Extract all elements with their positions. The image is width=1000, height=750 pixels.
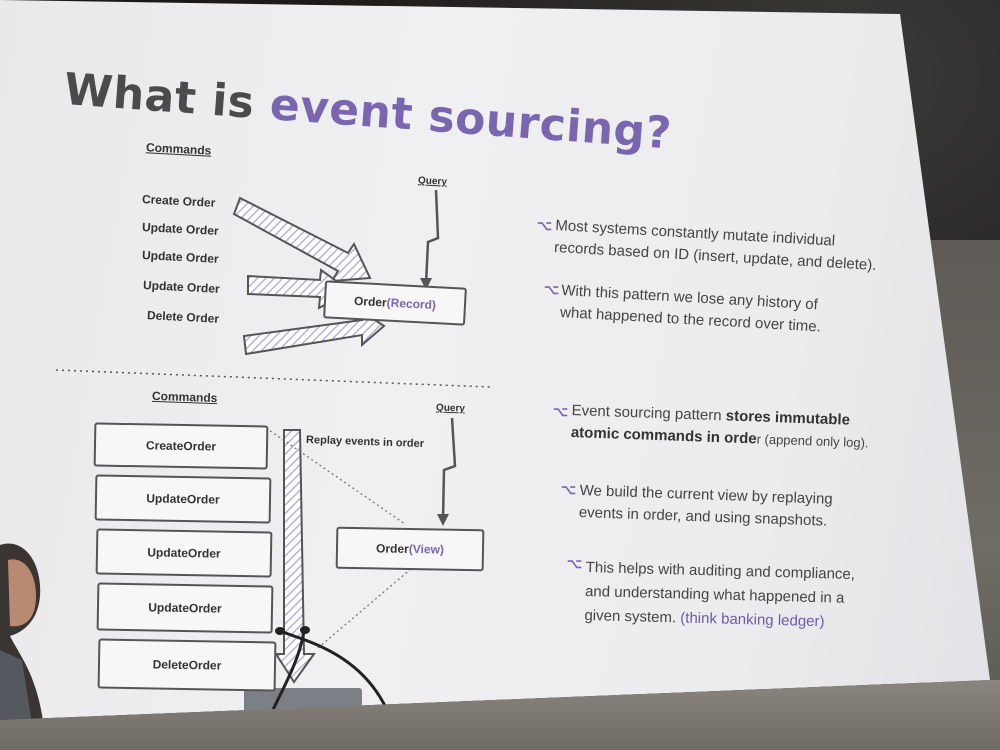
commands-label-bottom: Commands bbox=[151, 388, 218, 406]
bullet-text: Event sourcing pattern bbox=[571, 401, 727, 425]
record-box-accent: (Record) bbox=[386, 295, 437, 313]
bullet-text: r (append only log). bbox=[756, 431, 869, 451]
query-label-top: Query bbox=[417, 175, 448, 188]
event-box: UpdateOrder bbox=[96, 582, 274, 634]
command-arrow bbox=[232, 196, 372, 283]
query-line bbox=[441, 417, 457, 521]
bullet-bold: stores immutable bbox=[725, 407, 851, 429]
event-box: UpdateOrder bbox=[94, 474, 272, 524]
event-box: DeleteOrder bbox=[97, 638, 277, 692]
view-box-label: Order bbox=[375, 541, 409, 556]
bullet-bottom-3: This helps with auditing and compliance,… bbox=[584, 556, 855, 635]
presenter-face bbox=[8, 559, 36, 627]
record-box-label: Order bbox=[353, 293, 388, 310]
event-box: UpdateOrder bbox=[95, 528, 273, 578]
query-label-bottom: Query bbox=[435, 402, 466, 415]
pin-icon: ⌥ bbox=[553, 404, 568, 419]
replay-arrow bbox=[274, 429, 316, 684]
pin-icon: ⌥ bbox=[567, 556, 582, 571]
query-line bbox=[424, 189, 440, 285]
pin-icon: ⌥ bbox=[561, 482, 576, 497]
record-box: Order (Record) bbox=[323, 280, 467, 326]
query-arrowhead bbox=[420, 278, 432, 290]
microphone-head bbox=[275, 627, 285, 635]
event-box: CreateOrder bbox=[93, 422, 269, 470]
bullet-bold: atomic commands in orde bbox=[570, 423, 757, 448]
view-box: Order (View) bbox=[335, 526, 485, 572]
pin-icon: ⌥ bbox=[544, 282, 559, 297]
section-divider bbox=[55, 369, 491, 388]
query-arrowhead bbox=[437, 514, 449, 526]
bullet-text: given system. bbox=[584, 606, 681, 627]
microphone-head bbox=[300, 626, 310, 634]
replay-dotted-line bbox=[317, 567, 413, 649]
microphone bbox=[277, 628, 390, 713]
view-box-accent: (View) bbox=[408, 541, 445, 557]
replay-dotted-line bbox=[265, 427, 406, 525]
pin-icon: ⌥ bbox=[537, 218, 552, 233]
microphone bbox=[268, 629, 306, 717]
bullet-accent: (think banking ledger) bbox=[680, 609, 825, 631]
